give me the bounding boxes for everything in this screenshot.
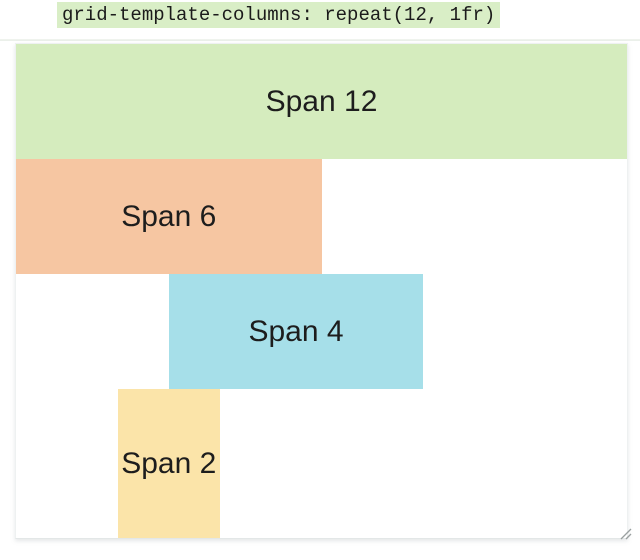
grid-item-span-4: Span 4 (168, 274, 424, 389)
grid-item-label: Span 6 (121, 199, 217, 233)
grid-item-span-2: Span 2 (117, 389, 220, 538)
grid-demo-container: Span 12 Span 6 Span 4 Span 2 (15, 43, 628, 539)
grid-item-label: Span 2 (121, 446, 217, 480)
grid-item-label: Span 4 (248, 314, 344, 348)
grid-template-columns-code: grid-template-columns: repeat(12, 1fr) (57, 2, 501, 28)
resize-grip-icon[interactable] (618, 526, 632, 540)
grid-item-span-6: Span 6 (16, 159, 322, 274)
panel-divider (0, 39, 640, 41)
grid-item-label: Span 12 (265, 84, 378, 118)
grid-item-span-12: Span 12 (16, 44, 627, 159)
